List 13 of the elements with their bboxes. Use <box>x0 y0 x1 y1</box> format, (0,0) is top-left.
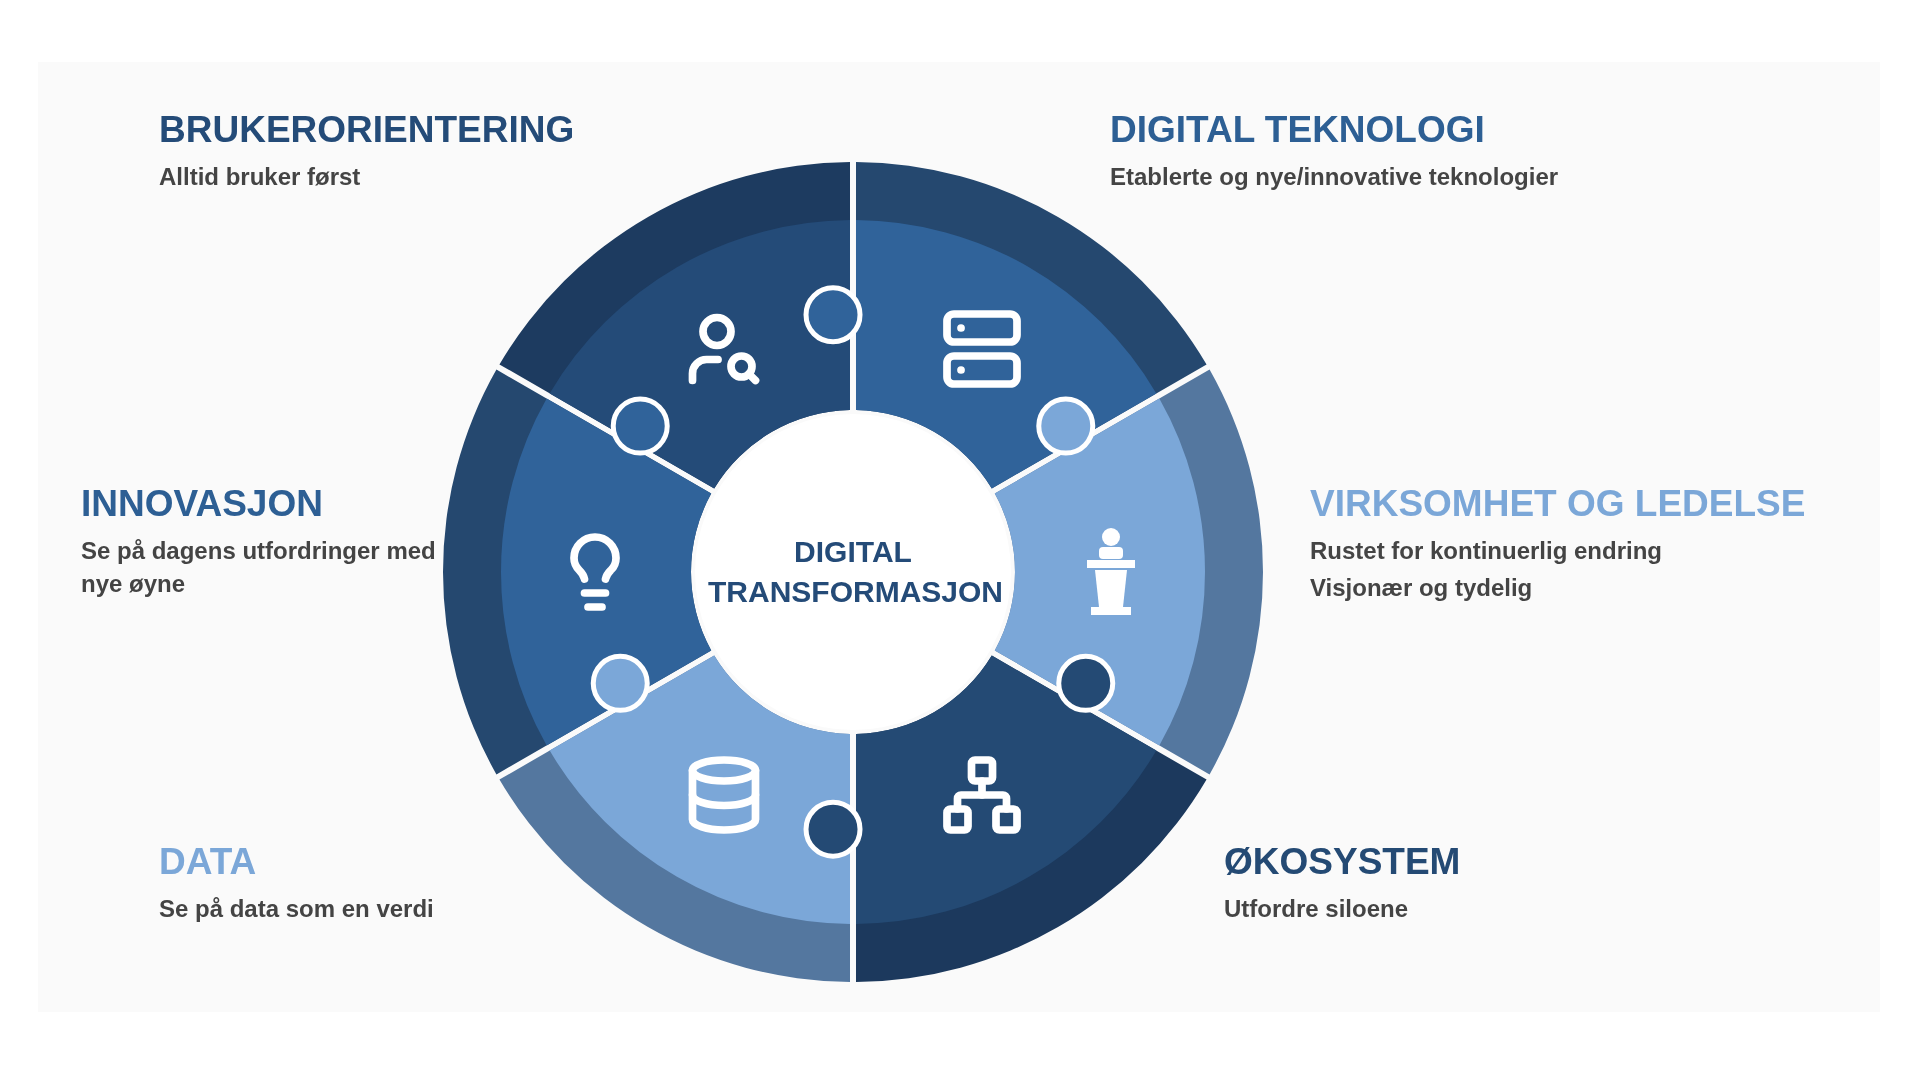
section-description: Se på dagens utfordringer med nye øyne <box>81 536 437 599</box>
section-heading: DATA <box>159 840 258 884</box>
section-description: Utfordre siloene <box>1224 894 1410 924</box>
section-description: Visjonær og tydelig <box>1310 573 1534 603</box>
section-heading: VIRKSOMHET OG LEDELSE <box>1310 482 1807 526</box>
section-heading: INNOVASJON <box>81 482 324 526</box>
section-heading: BRUKERORIENTERING <box>159 108 576 152</box>
section-description: Etablerte og nye/innovative teknologier <box>1110 162 1560 192</box>
section-heading: ØKOSYSTEM <box>1224 840 1462 884</box>
section-description: Alltid bruker først <box>159 162 362 192</box>
section-heading: DIGITAL TEKNOLOGI <box>1110 108 1486 152</box>
section-description: Se på data som en verdi <box>159 894 435 924</box>
section-description: Rustet for kontinuerlig endring <box>1310 536 1663 566</box>
